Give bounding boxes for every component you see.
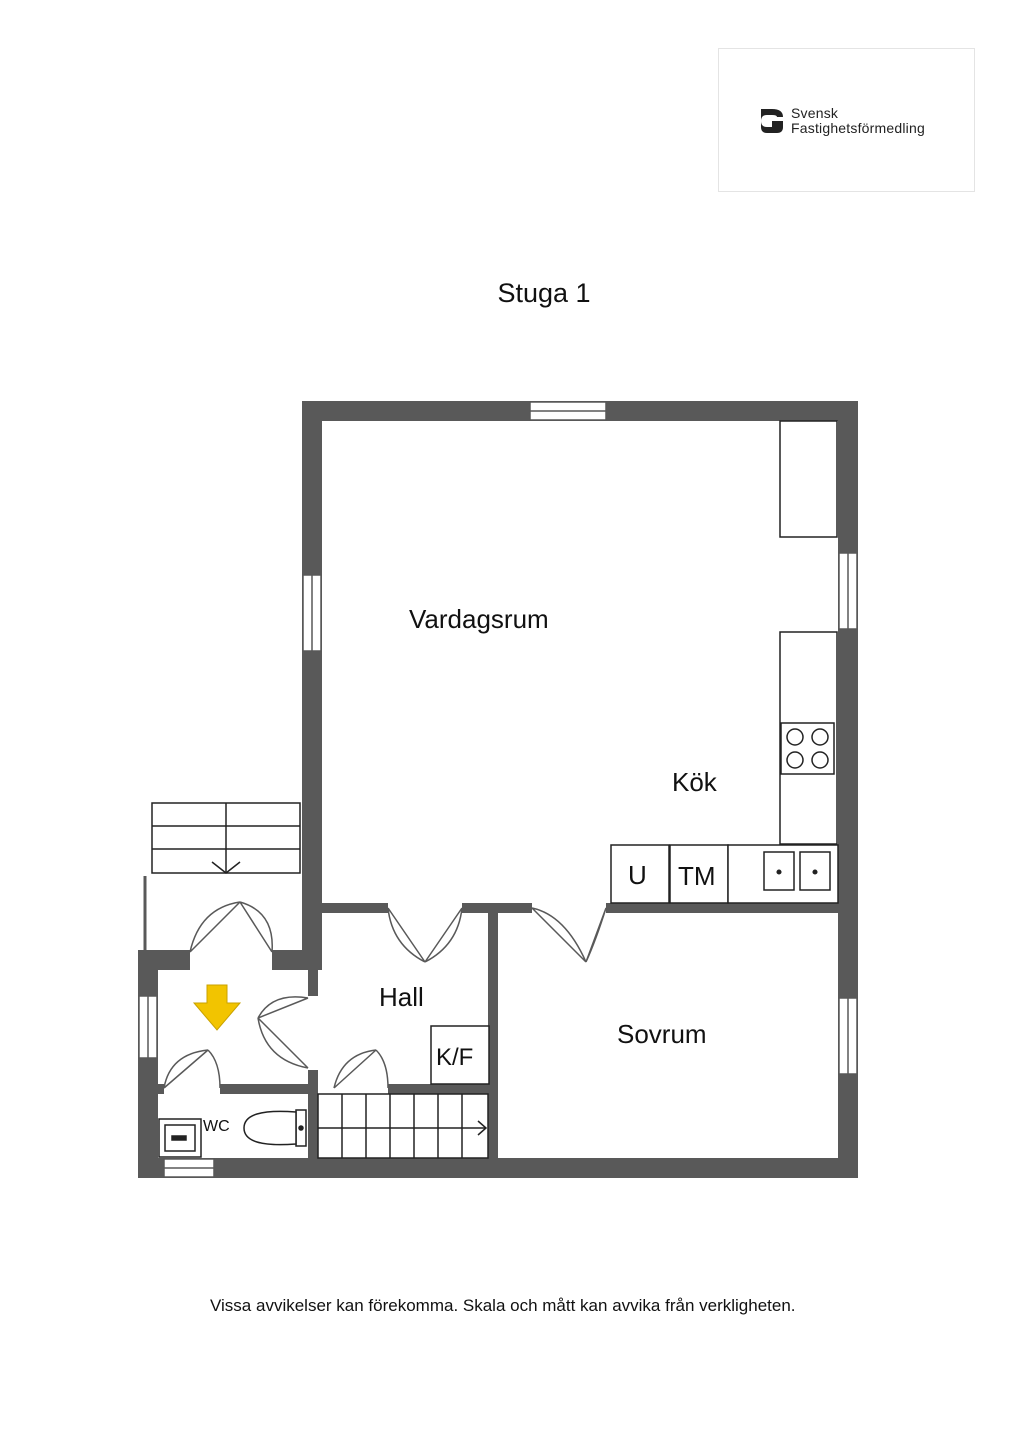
stove	[780, 722, 835, 775]
logo-text-line1: Svensk	[791, 105, 839, 121]
wall-hall-top-a	[322, 903, 388, 913]
doors	[163, 901, 607, 1089]
wall-hall-stairs	[388, 1084, 488, 1094]
wall-bottom	[138, 1158, 858, 1178]
cabinet-tall	[779, 420, 838, 538]
deck-steps	[143, 802, 301, 950]
appliance-label-kf: K/F	[436, 1044, 473, 1071]
wall-hall-sovrum	[488, 903, 498, 1158]
appliance-label-u: U	[628, 860, 647, 890]
kitchen-fixtures	[430, 420, 839, 1085]
appliance-u-box	[610, 844, 670, 904]
room-label-kok: Kök	[672, 767, 718, 797]
walls	[138, 401, 858, 1178]
door-sovrum-a	[531, 907, 587, 963]
plan-title: Stuga 1	[497, 278, 591, 308]
door-hall-vardagsrum-left	[387, 907, 426, 963]
logo-text-line2: Fastighetsförmedling	[791, 120, 925, 136]
windows	[138, 401, 858, 1178]
room-label-vardagsrum: Vardagsrum	[409, 604, 549, 634]
disclaimer: Vissa avvikelser kan förekomma. Skala oc…	[210, 1296, 796, 1315]
wall-left-upper	[302, 401, 322, 954]
wall-hall-left-lower	[308, 1070, 318, 1158]
fridge-freezer-box	[430, 1025, 490, 1085]
wall-entry-left	[138, 950, 158, 1178]
entrance-arrow-icon	[192, 984, 242, 1031]
room-label-wc: WC	[203, 1118, 230, 1135]
wall-wc-top-b	[220, 1084, 318, 1094]
door-hall-vardagsrum-right	[424, 907, 463, 963]
sf-logo-icon	[761, 109, 783, 133]
door-sovrum-b	[585, 907, 607, 963]
appliance-tm-box	[669, 844, 729, 904]
wall-hall-left	[308, 950, 318, 996]
door-entry-hall	[257, 996, 309, 1069]
wall-sovrum-top	[606, 903, 838, 913]
hall-stairs	[317, 1093, 489, 1159]
room-label-sovrum: Sovrum	[617, 1019, 707, 1049]
wall-wc-top-a	[158, 1084, 164, 1094]
door-entry-right	[239, 901, 273, 953]
room-label-hall: Hall	[379, 982, 424, 1012]
wc-fixtures	[158, 1109, 307, 1158]
door-wc	[163, 1049, 221, 1089]
appliance-label-tm: TM	[678, 861, 716, 891]
logo-box: Svensk Fastighetsförmedling	[718, 48, 975, 192]
door-entry-left	[189, 901, 241, 953]
door-hall-stairs	[333, 1049, 389, 1089]
